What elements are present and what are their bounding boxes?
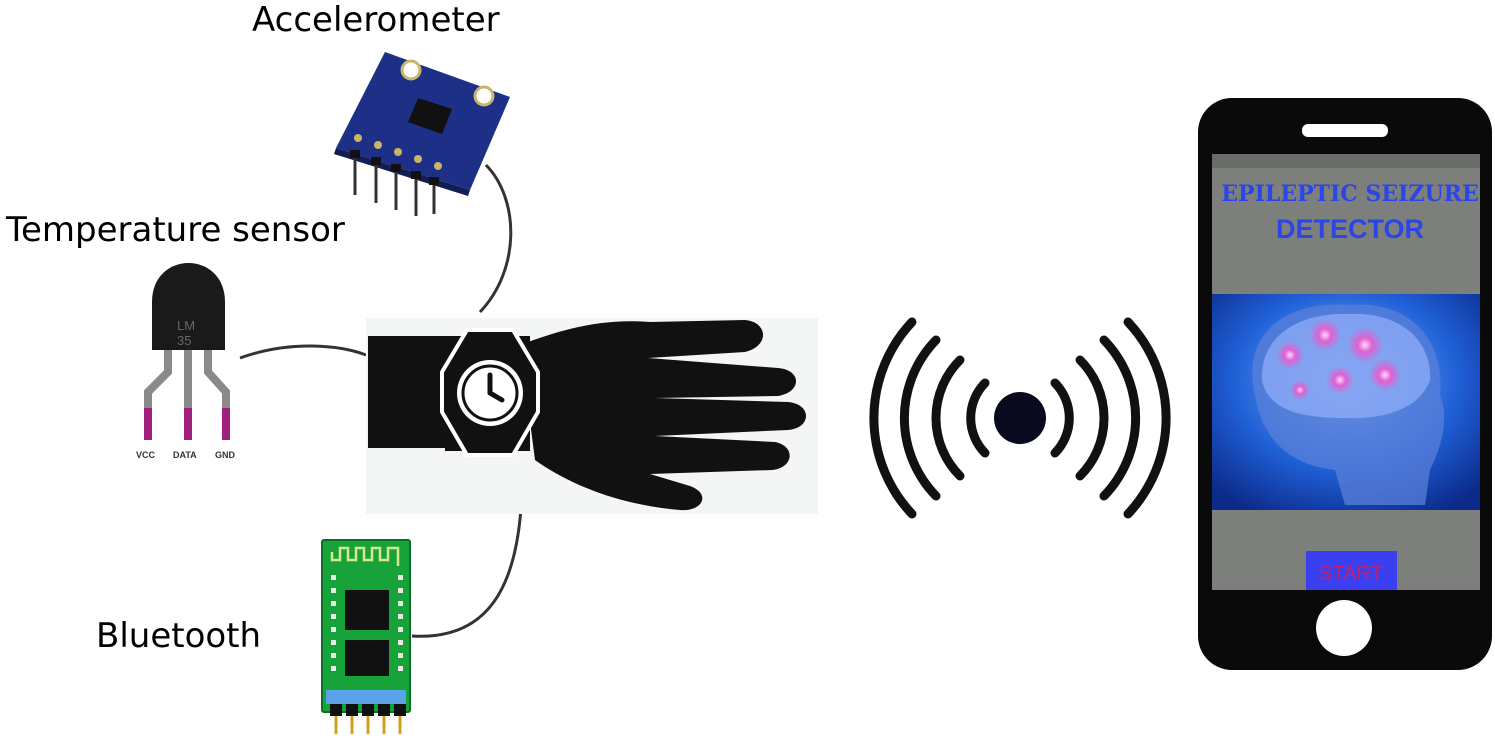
pin-label-vcc: VCC bbox=[136, 450, 156, 460]
wireless-signal-icon bbox=[869, 317, 1171, 519]
bluetooth-module-icon bbox=[321, 539, 411, 734]
wire-accelerometer bbox=[478, 163, 513, 314]
pin-label-gnd: GND bbox=[215, 450, 236, 460]
bluetooth-label: Bluetooth bbox=[96, 616, 262, 656]
pin-label-data: DATA bbox=[173, 450, 197, 460]
start-button[interactable]: START bbox=[1306, 551, 1397, 590]
chip-marking-line1: LM bbox=[177, 318, 195, 333]
app-title-line1: EPILEPTIC SEIZURE bbox=[1221, 181, 1478, 207]
start-button-label: START bbox=[1319, 563, 1383, 585]
smartphone: EPILEPTIC SEIZURE DETECTOR bbox=[1198, 98, 1492, 670]
temperature-sensor-label: Temperature sensor bbox=[6, 210, 345, 250]
accelerometer-icon bbox=[334, 52, 510, 216]
accelerometer-label: Accelerometer bbox=[252, 0, 500, 40]
wire-temperature bbox=[239, 344, 367, 360]
app-title-line2: DETECTOR bbox=[1276, 214, 1424, 244]
hand-with-smartwatch-icon bbox=[366, 318, 818, 514]
home-button[interactable] bbox=[1316, 600, 1372, 656]
chip-marking-line2: 35 bbox=[177, 333, 191, 348]
temperature-sensor-icon: LM 35 VCC DATA GND bbox=[136, 263, 236, 460]
